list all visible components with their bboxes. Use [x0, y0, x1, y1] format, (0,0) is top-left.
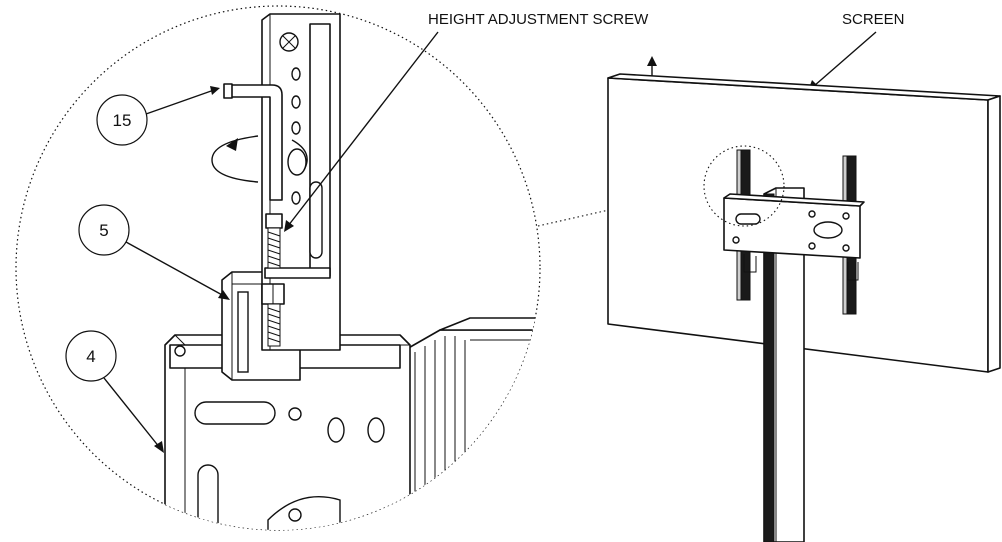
detail-view — [15, 5, 541, 531]
callout-5: 5 — [78, 204, 230, 300]
screen-label: SCREEN — [842, 11, 905, 28]
detail-circle — [15, 5, 541, 531]
callout-15: 15 — [96, 86, 220, 146]
hex-key-tool — [223, 83, 283, 201]
mount-plate-overview — [723, 193, 865, 281]
callout-4: 4 — [65, 330, 164, 453]
callout-15-label: 15 — [113, 111, 132, 130]
stand-pole — [763, 187, 805, 542]
rotation-arrow-icon — [211, 135, 308, 183]
screen-overview — [607, 56, 1001, 542]
height-adjustment-screw-label-group: HEIGHT ADJUSTMENT SCREW — [284, 11, 649, 232]
column-extrusion — [404, 317, 540, 530]
callout-4-label: 4 — [86, 347, 95, 366]
callout-5-label: 5 — [99, 221, 108, 240]
overview-detail-circle — [703, 145, 785, 227]
height-adjustment-screw-label: HEIGHT ADJUSTMENT SCREW — [428, 11, 649, 28]
height-adjustment-screw — [261, 213, 285, 347]
screen-label-group: SCREEN — [808, 11, 905, 91]
up-arrow-icon — [647, 56, 657, 76]
